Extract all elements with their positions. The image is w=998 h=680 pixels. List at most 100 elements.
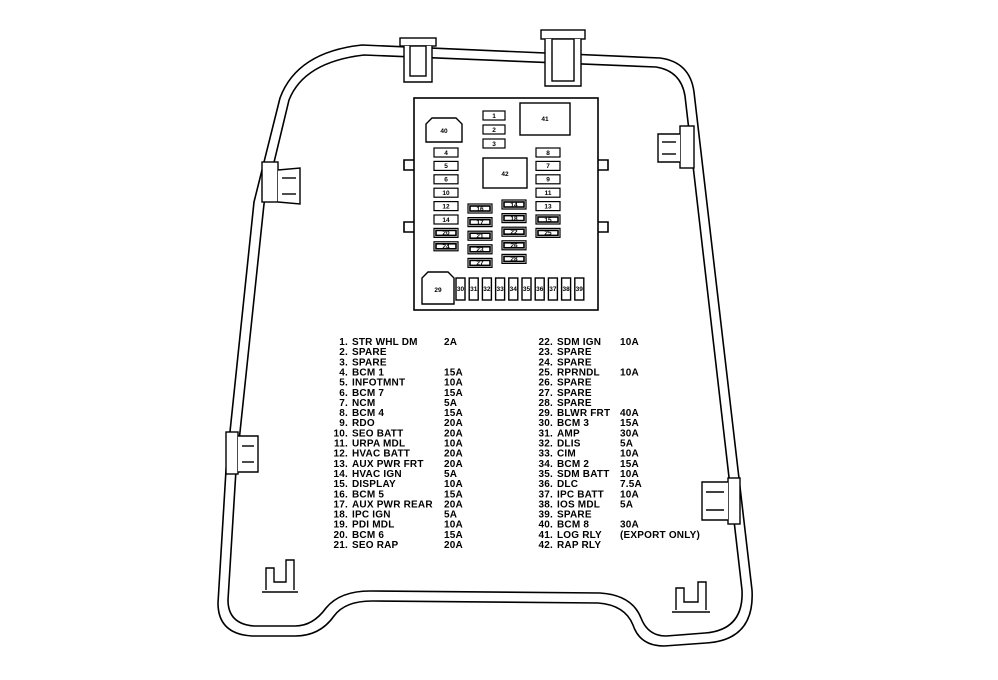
legend-number: 32.: [538, 439, 553, 450]
fuse-bottom-37-body: [547, 277, 559, 301]
fuse-right-8-label: 8: [546, 150, 550, 157]
legend-circuit-name: RDO: [352, 418, 375, 429]
legend-number: 10.: [333, 428, 348, 439]
relay-41: 41: [519, 102, 571, 136]
relay-42: 42: [482, 157, 528, 189]
legend-number: 19.: [333, 520, 348, 531]
legend-number: 34.: [538, 459, 553, 470]
retaining-clips: [225, 29, 741, 613]
legend-amperage: 15A: [444, 388, 463, 399]
legend-amperage: (EXPORT ONLY): [620, 530, 700, 541]
legend-row: 24.SPARE: [538, 357, 591, 368]
fuse-3-label: 3: [492, 141, 496, 148]
legend-amperage: 10A: [620, 449, 639, 460]
legend-number: 27.: [538, 388, 553, 399]
legend-circuit-name: SPARE: [352, 357, 387, 368]
clip-bottom-left: [262, 559, 298, 593]
fuse-right-7-label: 7: [546, 163, 550, 170]
fuse-left-20-body: [433, 227, 459, 238]
fuse-left-20: 20: [433, 227, 459, 238]
legend-circuit-name: SPARE: [557, 378, 592, 389]
relay-29: 29: [421, 271, 455, 305]
legend-circuit-name: AUX PWR REAR: [352, 499, 433, 510]
fuse-left-10-body: [433, 187, 459, 198]
relay-41-body: [519, 102, 571, 136]
fuse-left-24-inner: [435, 243, 457, 250]
legend-number: 15.: [333, 479, 348, 490]
fuse-left-4-label: 4: [444, 150, 448, 157]
fuse-center-right-18: 18: [501, 213, 527, 224]
fuse-center-left-16-body: [467, 203, 493, 214]
fuse-right-25-body: [535, 227, 561, 238]
legend-number: 18.: [333, 510, 348, 521]
fuse-right-13-label: 13: [544, 203, 552, 210]
legend-amperage: 5A: [620, 439, 633, 450]
legend-circuit-name: HVAC BATT: [352, 449, 410, 460]
fuse-bottom-34: 34: [508, 277, 519, 301]
legend-number: 39.: [538, 510, 553, 521]
legend-amperage: 15A: [620, 459, 639, 470]
legend-circuit-name: HVAC IGN: [352, 469, 402, 480]
fuse-2-body: [482, 124, 506, 135]
legend-circuit-name: IPC IGN: [352, 510, 391, 521]
legend-circuit-name: SPARE: [352, 347, 387, 358]
legend-number: 35.: [538, 469, 553, 480]
relay-40-label: 40: [440, 128, 448, 135]
legend-amperage: 20A: [444, 540, 463, 551]
fuse-left-4-body: [433, 147, 459, 158]
legend-circuit-name: IOS MDL: [557, 499, 600, 510]
legend-number: 7.: [339, 398, 348, 409]
legend-number: 30.: [538, 418, 553, 429]
fuse-bottom-36: 36: [534, 277, 545, 301]
fuse-1: 1: [482, 110, 506, 121]
fuse-3: 3: [482, 138, 506, 149]
legend-circuit-name: BCM 2: [557, 459, 589, 470]
fuse-center-left-23-label: 23: [476, 247, 484, 254]
fuse-center-left-17-label: 17: [476, 219, 484, 226]
legend-circuit-name: RAP RLY: [557, 540, 601, 551]
legend-number: 17.: [333, 499, 348, 510]
legend-circuit-name: BCM 5: [352, 489, 384, 500]
legend-circuit-name: SDM IGN: [557, 337, 601, 348]
fuse-left-12: 12: [433, 201, 459, 212]
legend-amperage: 10A: [620, 489, 639, 500]
fuse-left-14: 14: [433, 214, 459, 225]
fuse-bottom-31-body: [468, 277, 479, 301]
legend-amperage: 40A: [620, 408, 639, 419]
fuse-layout: 1234561012142024879111315251617212327141…: [421, 102, 585, 305]
relay-40-body: [425, 117, 463, 143]
fuse-center-left-17-inner: [469, 218, 491, 226]
clip-bottom-right: [672, 581, 710, 613]
legend-number: 5.: [339, 378, 348, 389]
fuse-right-9: 9: [535, 174, 561, 185]
fuse-right-11: 11: [535, 187, 561, 198]
legend-number: 9.: [339, 418, 348, 429]
relay-41-label: 41: [541, 116, 549, 123]
fuse-right-7: 7: [535, 160, 561, 171]
legend-amperage: 10A: [620, 337, 639, 348]
fuse-center-right-26: 26: [501, 240, 527, 251]
legend-number: 41.: [538, 530, 553, 541]
fuse-bottom-34-label: 34: [510, 286, 518, 293]
fuse-3-body: [482, 138, 506, 149]
fuse-bottom-36-body: [534, 277, 545, 301]
fuse-right-7-body: [535, 160, 561, 171]
legend-number: 36.: [538, 479, 553, 490]
legend-number: 13.: [333, 459, 348, 470]
legend-circuit-name: INFOTMNT: [352, 378, 405, 389]
legend-number: 29.: [538, 408, 553, 419]
fuse-center-left-21-label: 21: [476, 233, 484, 240]
